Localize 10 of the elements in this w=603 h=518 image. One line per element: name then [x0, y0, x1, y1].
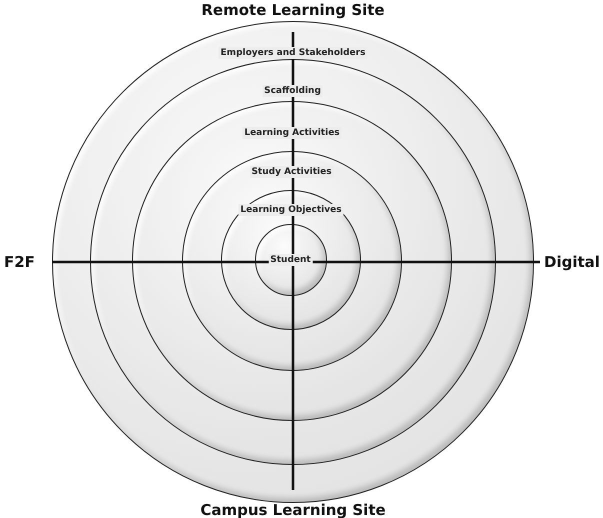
ring-label: Learning Objectives: [238, 204, 344, 216]
ring-label: Employers and Stakeholders: [218, 47, 368, 59]
axis-label: F2F: [4, 254, 35, 270]
ring-label: Study Activities: [249, 166, 334, 178]
ring-label: Scaffolding: [262, 84, 323, 96]
ring-label: Student: [268, 254, 313, 266]
axis-label: Digital: [544, 254, 600, 270]
ring-label: Learning Activities: [242, 127, 342, 139]
axis-label: Remote Learning Site: [201, 2, 385, 18]
axis-label: Campus Learning Site: [200, 502, 386, 518]
